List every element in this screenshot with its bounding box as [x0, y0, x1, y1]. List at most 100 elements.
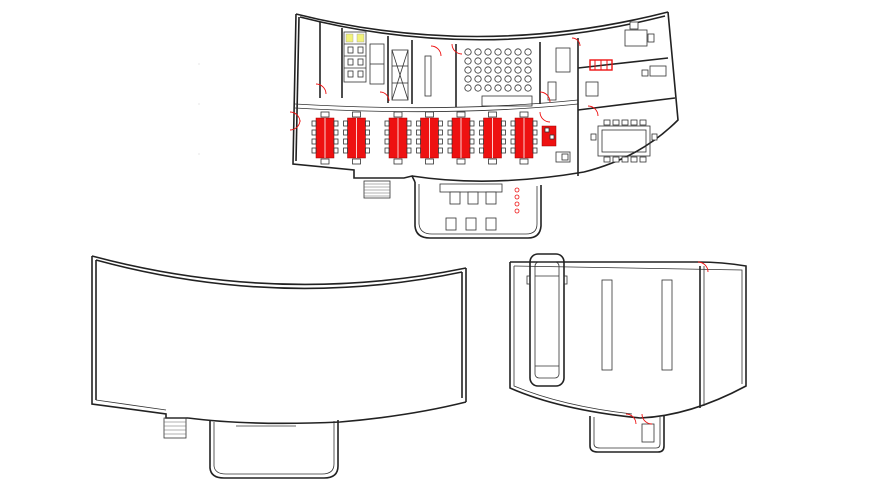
auditorium-seat	[504, 75, 512, 83]
red-desk-cluster	[447, 111, 475, 165]
outer-right-wall	[583, 11, 679, 173]
conference-chair	[612, 156, 620, 163]
auditorium-seat	[484, 75, 492, 83]
upper-annex-wall	[209, 420, 339, 479]
conference-chair	[639, 119, 647, 126]
lobby-seating	[439, 183, 520, 231]
side-annex-wall	[589, 416, 665, 453]
red-desk-cluster	[343, 111, 370, 165]
conference-chair	[639, 156, 647, 163]
auditorium-seat	[494, 48, 502, 56]
toilet-cubicles	[343, 31, 385, 85]
red-desk-cluster	[479, 111, 506, 165]
office-furniture	[585, 21, 667, 97]
auditorium-seat	[504, 48, 512, 56]
red-desk-clusters	[311, 111, 538, 165]
side-left-bottom-inner	[513, 266, 633, 415]
yellow-fixture	[345, 33, 354, 43]
auditorium-seat	[474, 84, 482, 92]
auditorium-seat	[494, 57, 502, 65]
auditorium-seat	[514, 84, 522, 92]
auditorium-seat	[514, 57, 522, 65]
red-desk-cluster	[384, 111, 412, 165]
door-swings-side	[625, 261, 709, 425]
side-column-right	[661, 279, 673, 371]
upper-outer-top-wall	[91, 255, 467, 286]
side-outer-wall	[510, 261, 747, 419]
auditorium-stage	[481, 95, 533, 107]
auditorium-seat	[524, 75, 532, 83]
upper-corridor-line-2	[294, 103, 579, 113]
upper-annex-inner	[213, 421, 335, 475]
conference-chair	[612, 119, 620, 126]
auditorium-seat	[494, 75, 502, 83]
auditorium-seat	[514, 66, 522, 74]
side-left-bottom-wall	[509, 262, 641, 419]
upper-left-wall	[91, 256, 188, 419]
conference-chair	[621, 156, 629, 163]
side-annex-inner	[593, 417, 661, 449]
auditorium-seat	[514, 48, 522, 56]
auditorium-seat	[504, 66, 512, 74]
outer-top-wall-inner	[299, 15, 666, 41]
auditorium-seat	[474, 48, 482, 56]
conference-chair	[621, 119, 629, 126]
conference-chair	[630, 156, 638, 163]
partition-right-1	[577, 57, 669, 69]
auditorium-seating	[464, 48, 532, 92]
corridor-column	[424, 55, 432, 97]
door-swings-ground	[289, 37, 599, 131]
lower-corridor-wall	[411, 171, 585, 182]
auditorium-seat	[494, 66, 502, 74]
red-desk-cluster	[510, 111, 538, 165]
auditorium-seat	[464, 84, 472, 92]
auditorium-seat	[474, 66, 482, 74]
auditorium-seat	[484, 66, 492, 74]
conference-chair	[630, 119, 638, 126]
auditorium-seat	[474, 75, 482, 83]
side-outer-inner	[513, 265, 743, 384]
auditorium-seat	[514, 75, 522, 83]
conference-table	[590, 119, 658, 163]
conference-chair	[651, 133, 658, 141]
auditorium-seat	[524, 48, 532, 56]
conference-chair	[590, 133, 597, 141]
bottom-annex-inner	[418, 184, 538, 235]
auditorium-seat	[474, 57, 482, 65]
red-reception-desk	[541, 125, 571, 163]
side-wing-plan	[509, 253, 747, 453]
cabinet-2	[547, 81, 557, 101]
lift-shaft	[391, 49, 409, 101]
ground-stairs	[363, 180, 391, 199]
upper-corridor-line	[294, 99, 579, 109]
upper-bottom-wall	[187, 401, 467, 425]
auditorium-seat	[504, 57, 512, 65]
upper-stairs	[163, 417, 187, 439]
side-column-left	[601, 279, 613, 371]
conference-chair	[603, 156, 611, 163]
conference-chair	[603, 119, 611, 126]
auditorium-seat	[464, 66, 472, 74]
auditorium-seat	[524, 84, 532, 92]
auditorium-seat	[464, 57, 472, 65]
upper-outer-top-wall-inner	[95, 259, 463, 290]
outer-top-wall	[295, 11, 669, 38]
auditorium-seat	[484, 57, 492, 65]
auditorium-seat	[504, 84, 512, 92]
auditorium-seat	[494, 84, 502, 92]
ground-floor-furnished-plan	[289, 11, 679, 239]
bottom-annex-wall	[414, 182, 542, 239]
outer-left-wall-inner	[295, 16, 300, 162]
yellow-fixture	[356, 33, 365, 43]
auditorium-seat	[484, 48, 492, 56]
auditorium-seat	[464, 75, 472, 83]
auditorium-seat	[524, 66, 532, 74]
cabinet	[555, 47, 571, 73]
faint-marks	[198, 63, 200, 155]
upper-floor-outline-plan	[91, 255, 467, 479]
red-desk-cluster	[311, 111, 339, 165]
auditorium-seat	[484, 84, 492, 92]
red-desk-cluster	[416, 111, 443, 165]
